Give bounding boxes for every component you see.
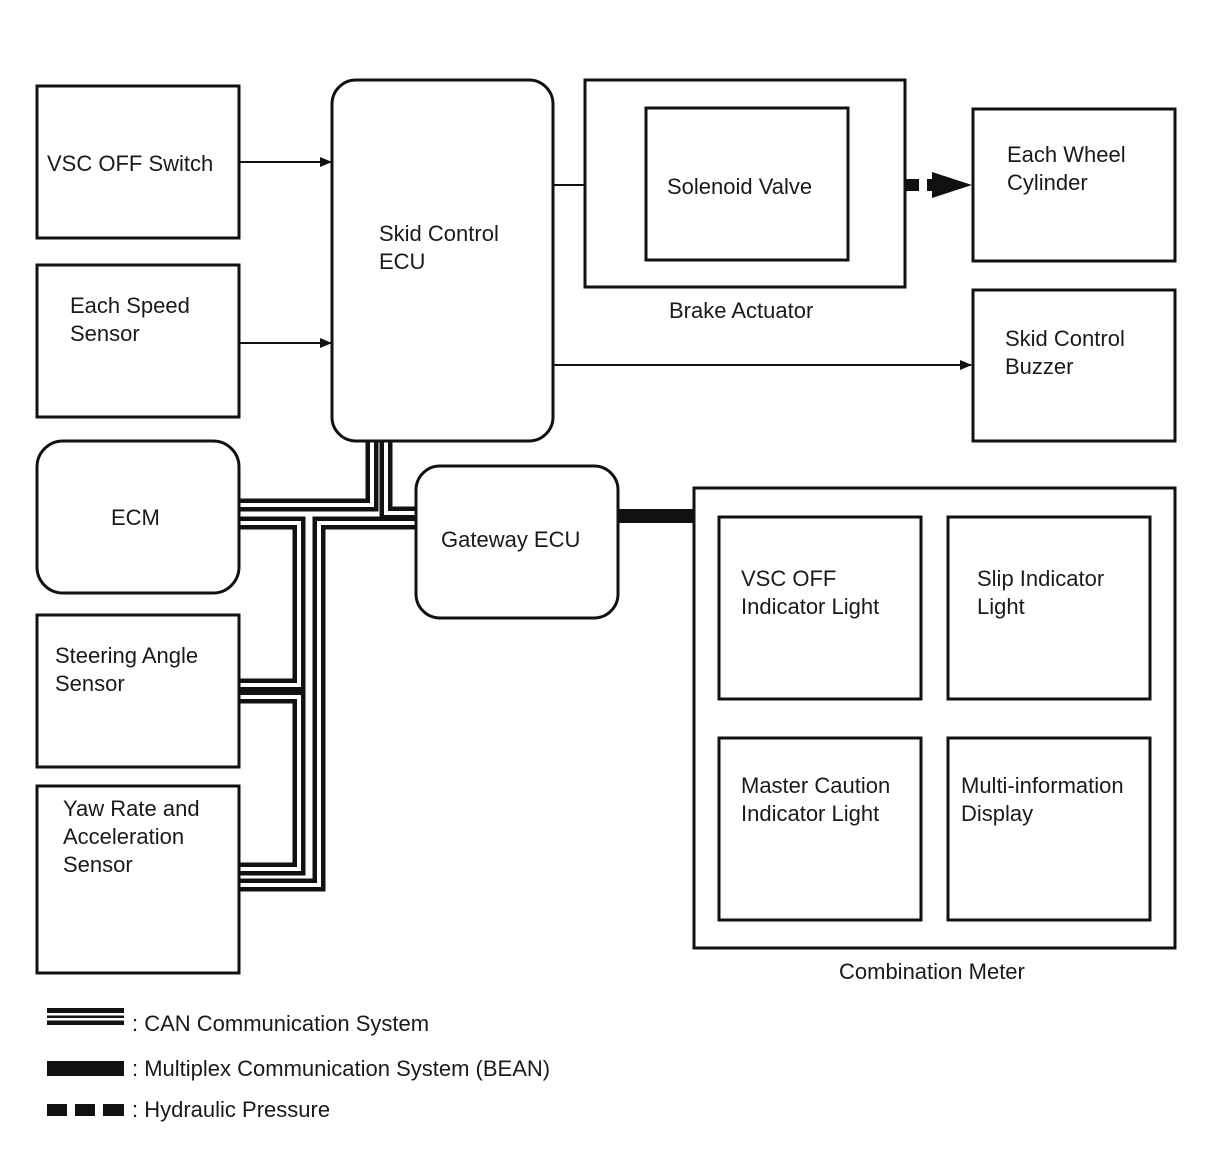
steering-angle-sensor-label: Steering Angle Sensor [55, 643, 204, 696]
vsc-off-indicator-label: VSC OFF Indicator Light [741, 566, 879, 619]
solenoid-valve-label: Solenoid Valve [667, 174, 812, 199]
slip-indicator-box: Slip Indicator Light [946, 515, 1152, 701]
master-caution-box: Master Caution Indicator Light [717, 736, 923, 922]
legend-can-symbol [47, 1008, 124, 1025]
skid-control-buzzer-box: Skid Control Buzzer [971, 288, 1177, 443]
yaw-rate-sensor-box: Yaw Rate and Acceleration Sensor [35, 784, 241, 975]
multi-info-display-label: Multi-information Display [961, 773, 1130, 826]
can-bus-lines [240, 442, 416, 892]
legend-can-label: : CAN Communication System [132, 1011, 429, 1036]
skid-control-ecu-box: Skid Control ECU [330, 78, 555, 443]
brake-actuator-label: Brake Actuator [669, 298, 813, 323]
ecm-label: ECM [111, 505, 160, 530]
vsc-off-indicator-box: VSC OFF Indicator Light [717, 515, 923, 701]
each-speed-sensor-box: Each Speed Sensor [35, 263, 241, 419]
gateway-ecu-box: Gateway ECU [414, 464, 620, 620]
vsc-off-switch-label: VSC OFF Switch [47, 151, 213, 176]
legend-hydraulic-symbol [47, 1104, 124, 1116]
master-caution-label: Master Caution Indicator Light [741, 773, 896, 826]
legend-bean-label: : Multiplex Communication System (BEAN) [132, 1056, 550, 1081]
each-speed-sensor-label: Each Speed Sensor [70, 293, 196, 346]
slip-indicator-label: Slip Indicator Light [977, 566, 1110, 619]
legend: : CAN Communication System : Multiplex C… [47, 1008, 550, 1122]
vsc-off-switch-box: VSC OFF Switch [35, 84, 241, 240]
skid-control-ecu-label: Skid Control ECU [379, 221, 505, 274]
solenoid-valve-box: Solenoid Valve [644, 106, 850, 262]
combination-meter-label: Combination Meter [839, 959, 1025, 984]
legend-bean-symbol [47, 1061, 124, 1076]
steering-angle-sensor-box: Steering Angle Sensor [35, 613, 241, 769]
yaw-rate-sensor-label: Yaw Rate and Acceleration Sensor [63, 796, 206, 877]
gateway-ecu-label: Gateway ECU [441, 527, 580, 552]
each-wheel-cylinder-label: Each Wheel Cylinder [1007, 142, 1132, 195]
each-wheel-cylinder-box: Each Wheel Cylinder [971, 107, 1177, 263]
ecm-box: ECM [35, 439, 241, 595]
legend-hydraulic-label: : Hydraulic Pressure [132, 1097, 330, 1122]
multi-info-display-box: Multi-information Display [946, 736, 1152, 922]
skid-control-buzzer-label: Skid Control Buzzer [1005, 326, 1131, 379]
